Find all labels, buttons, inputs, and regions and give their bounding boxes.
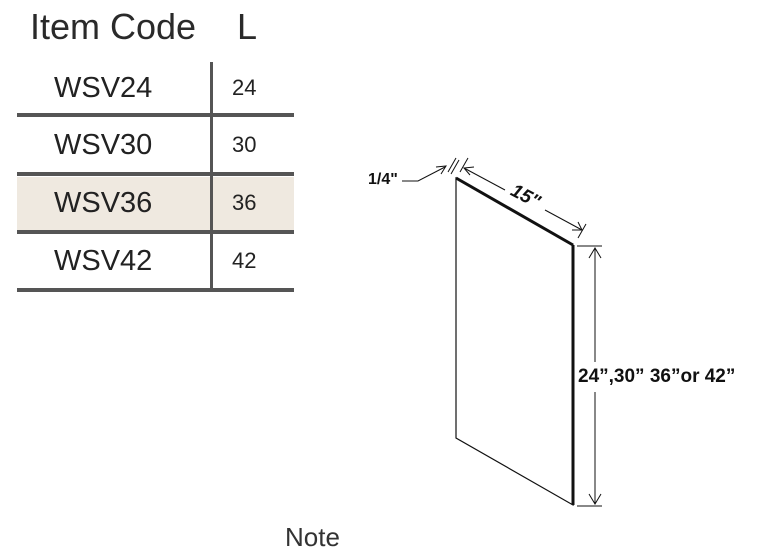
table-row: WSV30 30 xyxy=(17,119,294,175)
table-row: WSV24 24 xyxy=(17,62,294,118)
item-length: 24 xyxy=(232,75,257,100)
thickness-label: 1/4" xyxy=(368,171,398,188)
note-heading: Note xyxy=(285,522,340,552)
table-row-highlighted: WSV36 36 xyxy=(17,177,294,233)
item-length: 36 xyxy=(232,190,257,215)
header-length: L xyxy=(237,6,258,47)
item-code: WSV24 xyxy=(54,72,153,104)
row-divider xyxy=(17,172,294,176)
thickness-leader xyxy=(402,166,446,182)
row-divider xyxy=(17,288,294,292)
column-divider xyxy=(210,62,213,291)
item-code: WSV42 xyxy=(54,245,153,277)
header-item-code: Item Code xyxy=(30,6,197,47)
item-code: WSV30 xyxy=(54,129,153,161)
panel-outline xyxy=(455,176,574,507)
table-row: WSV42 42 xyxy=(17,235,294,291)
item-length: 42 xyxy=(232,248,257,273)
panel-top-edge xyxy=(455,176,574,247)
height-label: 24”,30” 36”or 42” xyxy=(578,366,736,387)
depth-dimension-line xyxy=(463,167,506,191)
item-length: 30 xyxy=(232,132,257,157)
item-code: WSV36 xyxy=(54,187,153,219)
row-divider xyxy=(17,230,294,234)
row-divider xyxy=(17,113,294,117)
